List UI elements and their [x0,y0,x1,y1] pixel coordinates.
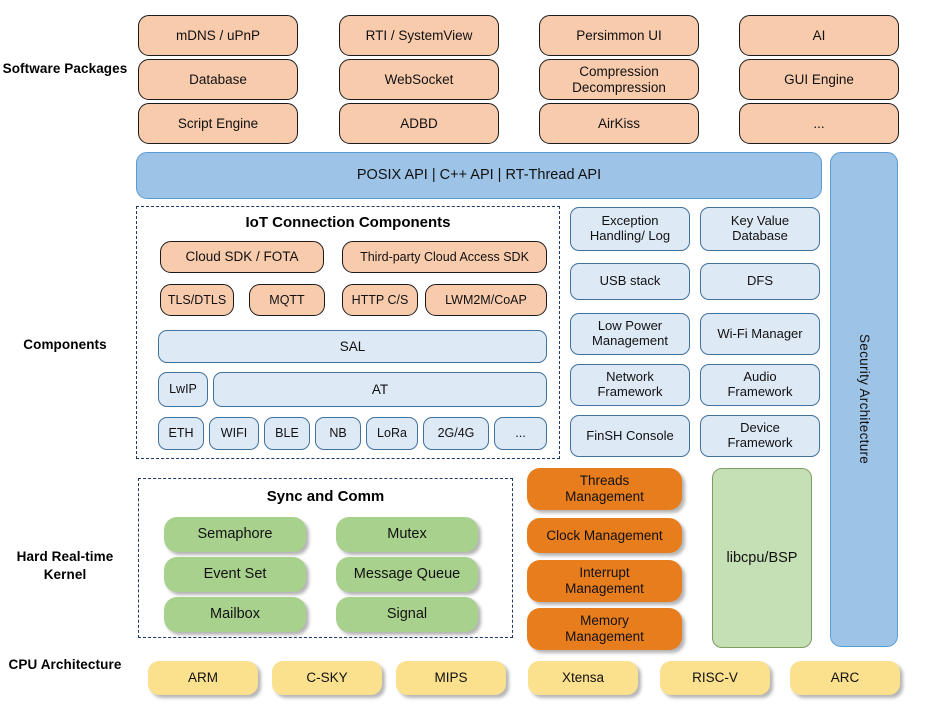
kernel-mailbox[interactable]: Mailbox [164,597,306,632]
iot-link-ble[interactable]: BLE [264,417,310,450]
iot-http-cs[interactable]: HTTP C/S [342,284,418,316]
security-architecture-bar[interactable]: Security Architecture [830,152,898,647]
kernel-mutex[interactable]: Mutex [336,517,478,552]
package-websocket[interactable]: WebSocket [339,59,499,100]
kernel-memory-management[interactable]: Memory Management [527,608,682,650]
package-compression-decompression[interactable]: Compression Decompression [539,59,699,100]
row-label-kernel: Hard Real-time Kernel [16,549,114,582]
row-label-components: Components [23,337,107,352]
component-audio-framework[interactable]: Audio Framework [700,364,820,406]
iot-cloud-sdk-fota[interactable]: Cloud SDK / FOTA [160,241,324,273]
iot-tls-dtls[interactable]: TLS/DTLS [160,284,234,316]
cpu-arch-arm[interactable]: ARM [148,661,258,695]
row-label-cpu-architecture: CPU Architecture [8,657,122,672]
cpu-arch-arc[interactable]: ARC [790,661,900,695]
component-key-value-database[interactable]: Key Value Database [700,207,820,251]
iot-sal[interactable]: SAL [158,330,547,363]
component-low-power-management[interactable]: Low Power Management [570,313,690,355]
iot-lwm2m-coap[interactable]: LWM2M/CoAP [425,284,547,316]
package-persimmon-ui[interactable]: Persimmon UI [539,15,699,56]
component-wifi-manager[interactable]: Wi-Fi Manager [700,313,820,355]
kernel-message-queue[interactable]: Message Queue [336,557,478,592]
iot-link-lora[interactable]: LoRa [366,417,418,450]
kernel-interrupt-management[interactable]: Interrupt Management [527,560,682,602]
package-database[interactable]: Database [138,59,298,100]
package-rti-systemview[interactable]: RTI / SystemView [339,15,499,56]
package-gui-engine[interactable]: GUI Engine [739,59,899,100]
cpu-arch-risc-v[interactable]: RISC-V [660,661,770,695]
kernel-semaphore[interactable]: Semaphore [164,517,306,552]
component-finsh-console[interactable]: FinSH Console [570,415,690,457]
libcpu-bsp[interactable]: libcpu/BSP [712,468,812,648]
iot-link-2g-4g[interactable]: 2G/4G [423,417,489,450]
cpu-arch-c-sky[interactable]: C-SKY [272,661,382,695]
row-label-software-packages: Software Packages [2,61,128,76]
iot-lwip[interactable]: LwIP [158,372,208,407]
iot-link-eth[interactable]: ETH [158,417,204,450]
iot-mqtt[interactable]: MQTT [249,284,325,316]
iot-third-party-cloud-access-sdk[interactable]: Third-party Cloud Access SDK [342,241,547,273]
component-dfs[interactable]: DFS [700,263,820,300]
security-architecture-label: Security Architecture [856,334,872,465]
kernel-clock-management[interactable]: Clock Management [527,518,682,553]
iot-at[interactable]: AT [213,372,547,407]
component-device-framework[interactable]: Device Framework [700,415,820,457]
kernel-threads-management[interactable]: Threads Management [527,468,682,510]
package-script-engine[interactable]: Script Engine [138,103,298,144]
component-network-framework[interactable]: Network Framework [570,364,690,406]
cpu-arch-mips[interactable]: MIPS [396,661,506,695]
iot-group-title: IoT Connection Components [245,214,451,231]
iot-link-nb[interactable]: NB [315,417,361,450]
component-usb-stack[interactable]: USB stack [570,263,690,300]
kernel-signal[interactable]: Signal [336,597,478,632]
package-airkiss[interactable]: AirKiss [539,103,699,144]
package-mdns-upnp[interactable]: mDNS / uPnP [138,15,298,56]
sync-and-comm-title: Sync and Comm [266,488,385,505]
component-exception-handling-log[interactable]: Exception Handling/ Log [570,207,690,251]
iot-link-more[interactable]: ... [494,417,547,450]
package-more[interactable]: ... [739,103,899,144]
kernel-event-set[interactable]: Event Set [164,557,306,592]
cpu-arch-xtensa[interactable]: Xtensa [528,661,638,695]
package-ai[interactable]: AI [739,15,899,56]
iot-link-wifi[interactable]: WIFI [209,417,259,450]
api-band[interactable]: POSIX API | C++ API | RT-Thread API [136,152,822,199]
iot-connection-components-group [136,206,560,459]
sync-and-comm-group [138,478,513,638]
package-adbd[interactable]: ADBD [339,103,499,144]
